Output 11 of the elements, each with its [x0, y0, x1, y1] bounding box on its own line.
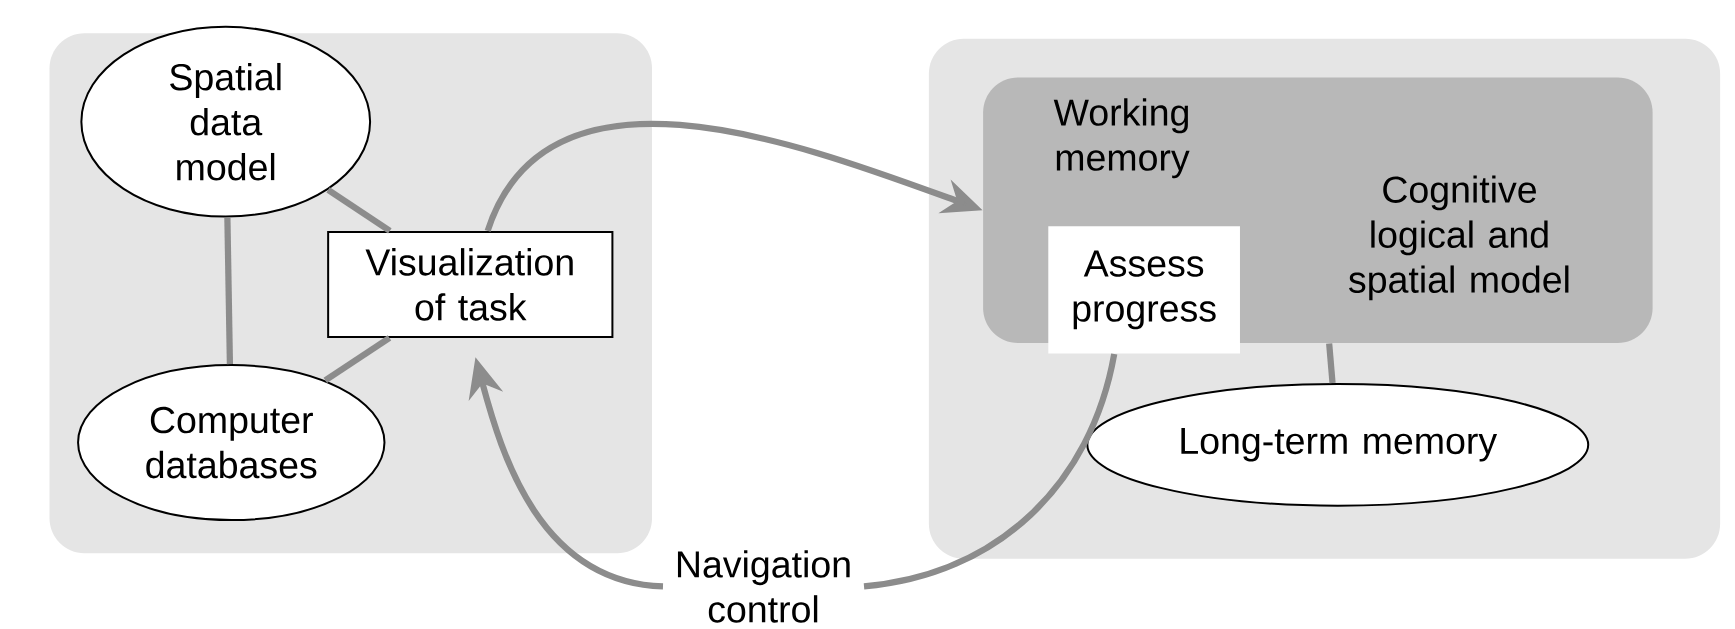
connector-line — [863, 353, 1118, 590]
connector-line — [1326, 343, 1336, 384]
text-label: Navigation control — [677, 550, 850, 623]
ellipse-node: Spatial data model — [80, 26, 372, 218]
ellipse-node: Long-term memory — [1086, 383, 1590, 507]
process-box: Assess progress — [1048, 226, 1240, 354]
connector-line — [323, 335, 392, 384]
process-box: Visualization of task — [327, 231, 614, 339]
connector-line — [224, 217, 234, 365]
connector-line — [326, 187, 392, 234]
ellipse-node: Computer databases — [77, 364, 386, 522]
